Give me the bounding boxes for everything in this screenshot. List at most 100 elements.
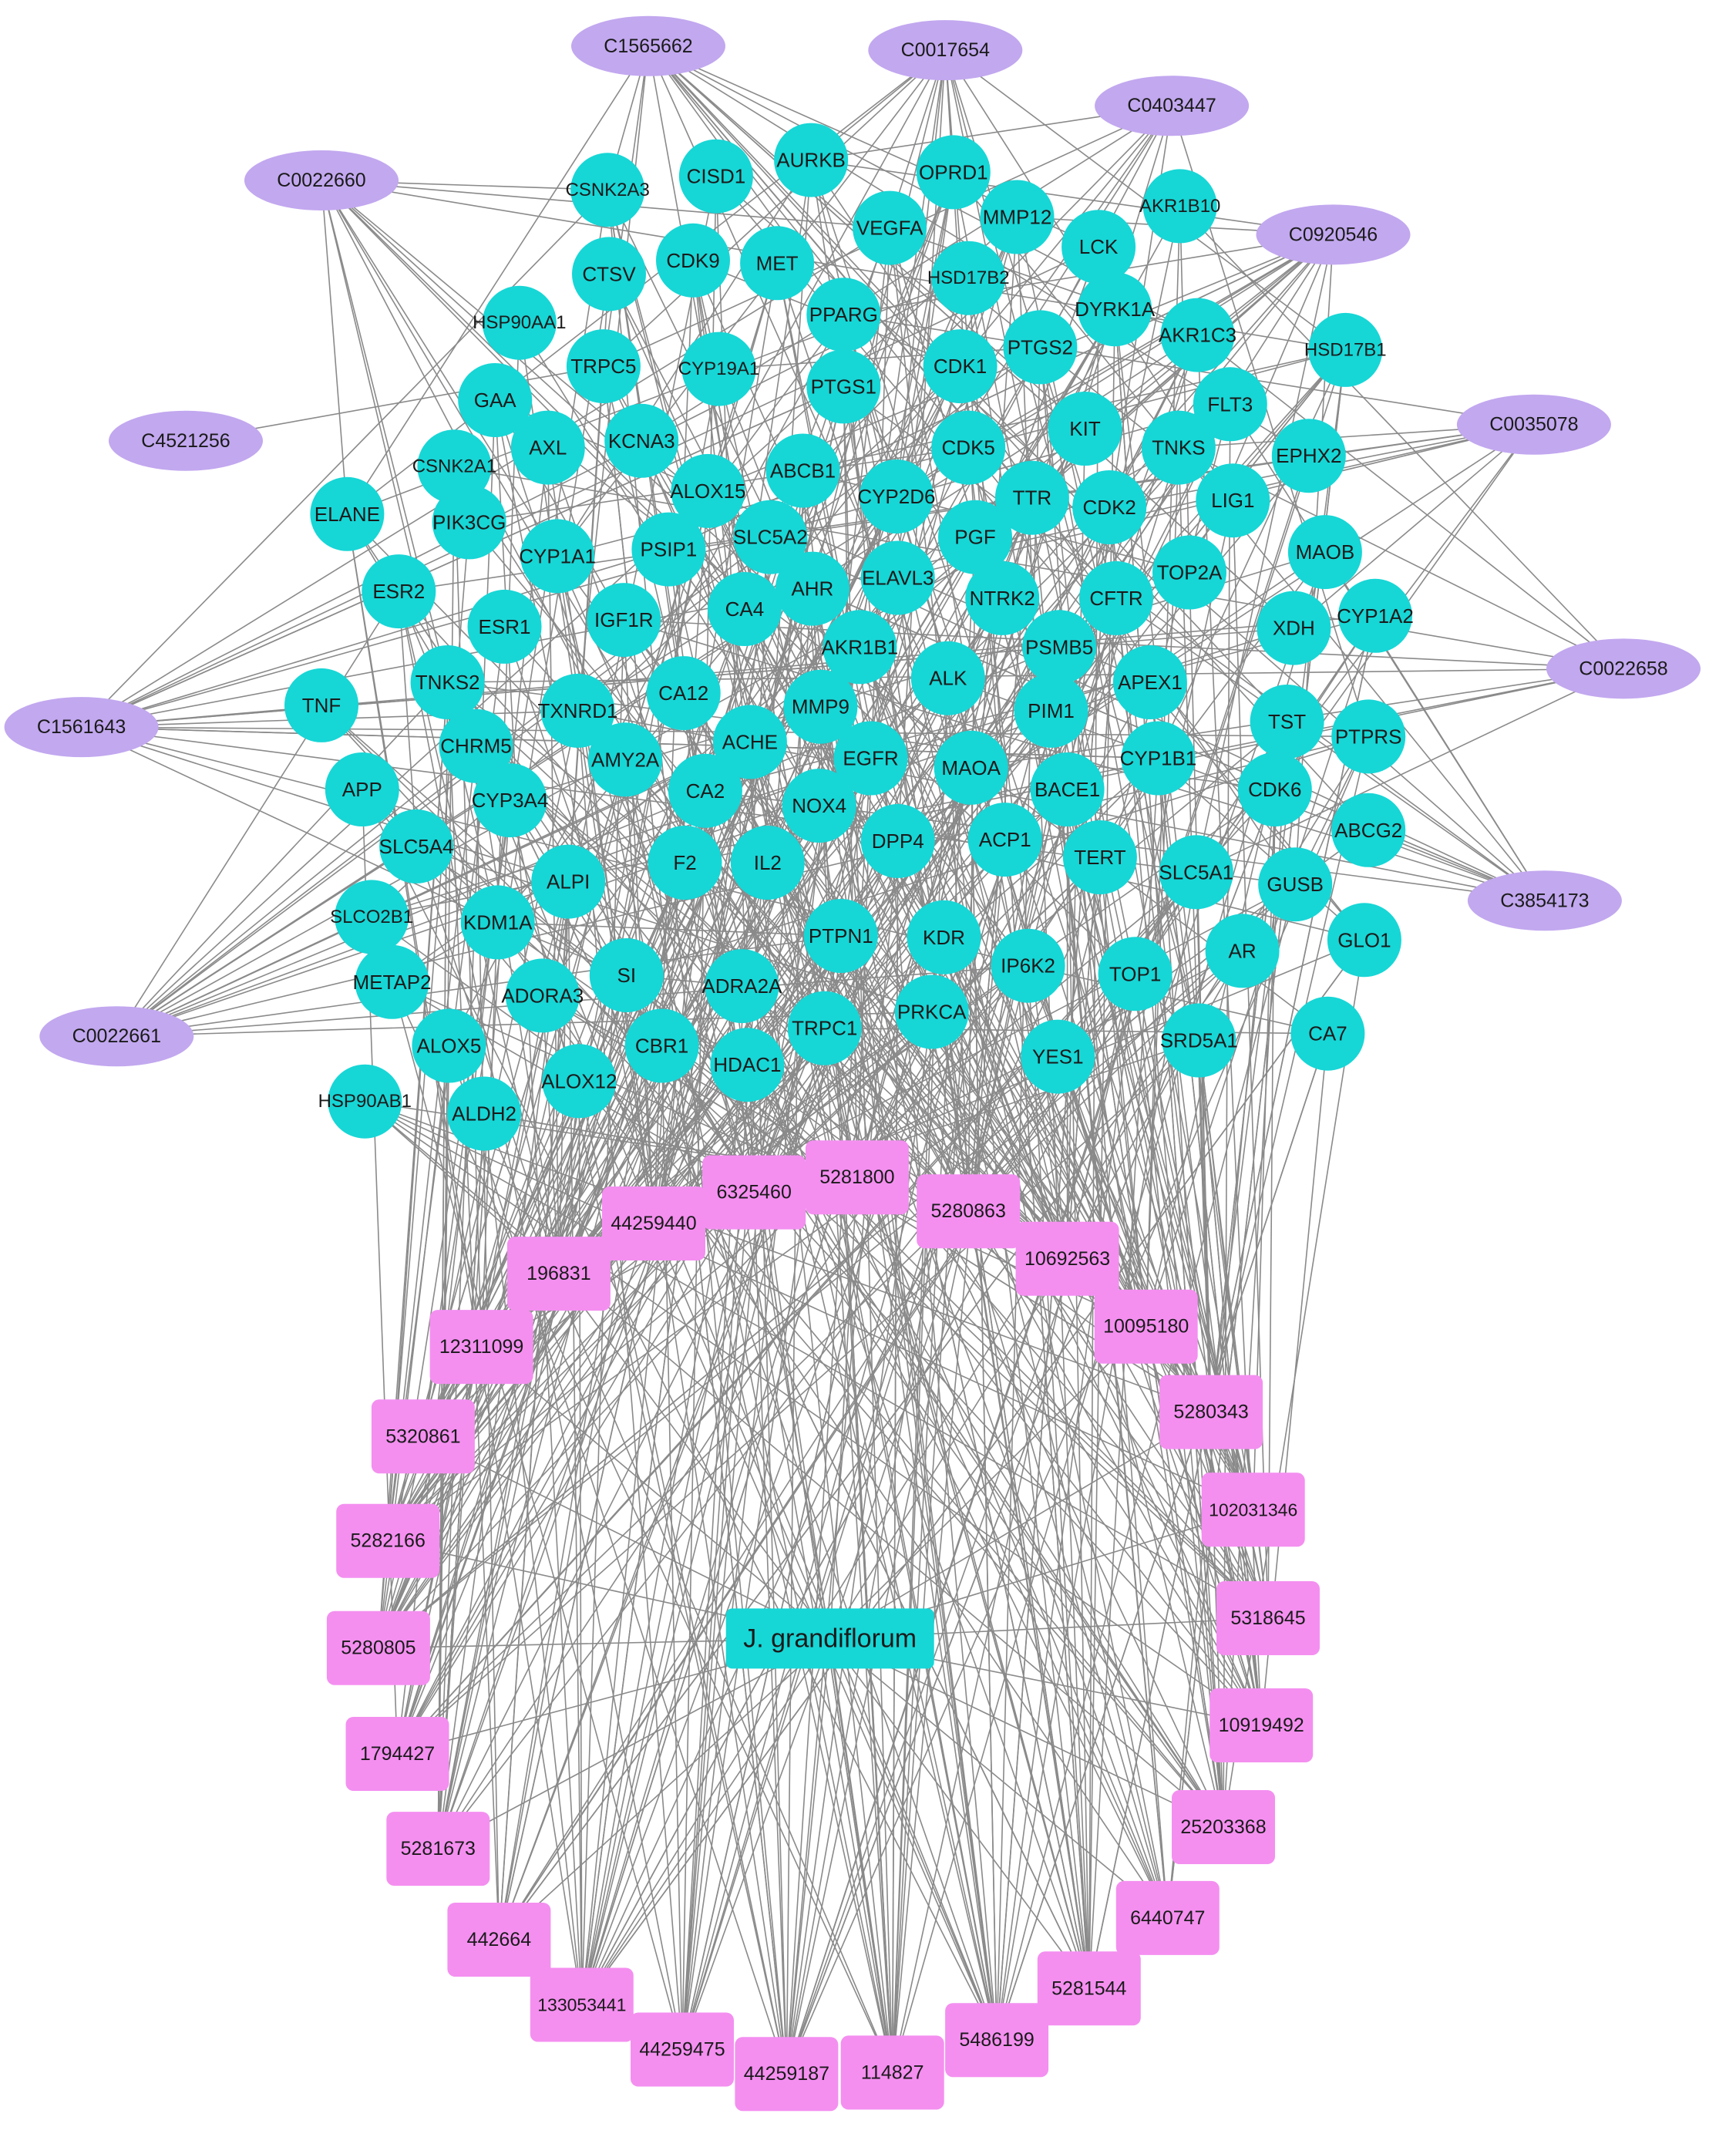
- target-node-alpi[interactable]: ALPI: [531, 844, 606, 919]
- compound-node-5282166[interactable]: 5282166: [336, 1503, 440, 1578]
- target-node-yes1[interactable]: YES1: [1021, 1019, 1095, 1094]
- target-node-cdk1[interactable]: CDK1: [923, 329, 998, 404]
- target-node-cdk2[interactable]: CDK2: [1072, 470, 1147, 544]
- compound-node-5320861[interactable]: 5320861: [371, 1399, 475, 1474]
- target-node-tnf[interactable]: TNF: [284, 668, 358, 742]
- target-node-oprd1[interactable]: OPRD1: [916, 135, 991, 210]
- target-node-ptpn1[interactable]: PTPN1: [803, 899, 878, 973]
- target-node-csnk2a1[interactable]: CSNK2A1: [412, 429, 496, 504]
- compound-node-5281673[interactable]: 5281673: [386, 1812, 490, 1886]
- target-node-chrm5[interactable]: CHRM5: [439, 708, 513, 783]
- target-node-tnks[interactable]: TNKS: [1141, 410, 1216, 485]
- target-node-hsp90aa1[interactable]: HSP90AA1: [473, 285, 567, 360]
- target-node-psip1[interactable]: PSIP1: [631, 512, 706, 587]
- target-node-alox12[interactable]: ALOX12: [541, 1044, 617, 1119]
- target-node-amy2a[interactable]: AMY2A: [588, 722, 663, 797]
- target-node-ache[interactable]: ACHE: [712, 705, 787, 779]
- target-node-trpc5[interactable]: TRPC5: [566, 329, 641, 404]
- target-node-vegfa[interactable]: VEGFA: [853, 190, 927, 265]
- compound-node-5486199[interactable]: 5486199: [945, 2003, 1049, 2078]
- target-node-abcb1[interactable]: ABCB1: [765, 433, 840, 508]
- target-node-axl[interactable]: AXL: [510, 410, 585, 485]
- target-node-tst[interactable]: TST: [1250, 685, 1324, 759]
- target-node-prkca[interactable]: PRKCA: [894, 974, 969, 1049]
- disease-node-c0017654[interactable]: C0017654: [868, 20, 1023, 81]
- target-node-top2a[interactable]: TOP2A: [1152, 535, 1226, 610]
- target-node-ip6k2[interactable]: IP6K2: [991, 928, 1065, 1003]
- target-node-flt3[interactable]: FLT3: [1193, 367, 1267, 442]
- target-node-ctsv[interactable]: CTSV: [572, 237, 646, 311]
- compound-node-5280343[interactable]: 5280343: [1159, 1375, 1263, 1449]
- herb-node[interactable]: J. grandiflorum: [725, 1608, 934, 1669]
- target-node-gaa[interactable]: GAA: [458, 363, 533, 437]
- target-node-gusb[interactable]: GUSB: [1258, 847, 1333, 922]
- disease-node-c0920546[interactable]: C0920546: [1256, 204, 1411, 265]
- target-node-cyp1a1[interactable]: CYP1A1: [519, 519, 596, 594]
- target-node-psmb5[interactable]: PSMB5: [1022, 610, 1097, 685]
- target-node-adora3[interactable]: ADORA3: [501, 958, 584, 1033]
- target-node-nox4[interactable]: NOX4: [782, 769, 856, 843]
- target-node-app[interactable]: APP: [325, 752, 399, 826]
- disease-node-c0022658[interactable]: C0022658: [1546, 638, 1701, 699]
- target-node-cyp19a1[interactable]: CYP19A1: [678, 332, 759, 406]
- target-node-il2[interactable]: IL2: [730, 826, 805, 900]
- disease-node-c0022660[interactable]: C0022660: [244, 150, 399, 210]
- compound-node-10692563[interactable]: 10692563: [1015, 1221, 1119, 1296]
- compound-node-442664[interactable]: 442664: [447, 1903, 551, 1977]
- target-node-alox15[interactable]: ALOX15: [670, 453, 746, 528]
- target-node-cyp1a2[interactable]: CYP1A2: [1337, 578, 1414, 653]
- target-node-slco2b1[interactable]: SLCO2B1: [330, 880, 413, 954]
- target-node-cisd1[interactable]: CISD1: [678, 139, 753, 214]
- target-node-hsd17b1[interactable]: HSD17B1: [1304, 312, 1387, 387]
- target-node-akr1b10[interactable]: AKR1B10: [1139, 169, 1220, 244]
- target-node-ca12[interactable]: CA12: [646, 656, 721, 731]
- disease-node-c3854173[interactable]: C3854173: [1467, 870, 1622, 931]
- target-node-cftr[interactable]: CFTR: [1079, 560, 1153, 635]
- target-node-lig1[interactable]: LIG1: [1196, 463, 1270, 538]
- compound-node-1794427[interactable]: 1794427: [345, 1717, 449, 1791]
- target-node-egfr[interactable]: EGFR: [833, 721, 908, 796]
- target-node-glo1[interactable]: GLO1: [1327, 903, 1401, 978]
- target-node-tnks2[interactable]: TNKS2: [410, 645, 485, 719]
- target-node-elavl3[interactable]: ELAVL3: [860, 540, 935, 615]
- target-node-ar[interactable]: AR: [1205, 914, 1280, 988]
- target-node-kdm1a[interactable]: KDM1A: [460, 885, 535, 960]
- target-node-ca7[interactable]: CA7: [1290, 996, 1365, 1071]
- target-node-slc5a2[interactable]: SLC5A2: [733, 500, 808, 574]
- target-node-igf1r[interactable]: IGF1R: [587, 583, 661, 658]
- target-node-ptgs1[interactable]: PTGS1: [806, 349, 881, 424]
- compound-node-12311099[interactable]: 12311099: [429, 1310, 533, 1385]
- compound-node-5318645[interactable]: 5318645: [1216, 1581, 1320, 1655]
- target-node-aldh2[interactable]: ALDH2: [447, 1076, 522, 1151]
- target-node-pgf[interactable]: PGF: [938, 500, 1012, 574]
- target-node-hdac1[interactable]: HDAC1: [710, 1028, 785, 1102]
- compound-node-44259187[interactable]: 44259187: [735, 2037, 839, 2112]
- compound-node-102031346[interactable]: 102031346: [1201, 1472, 1305, 1547]
- target-node-kdr[interactable]: KDR: [907, 900, 981, 974]
- target-node-maoa[interactable]: MAOA: [934, 730, 1008, 805]
- target-node-kit[interactable]: KIT: [1048, 392, 1122, 466]
- target-node-ephx2[interactable]: EPHX2: [1271, 419, 1346, 493]
- compound-node-5281544[interactable]: 5281544: [1037, 1951, 1141, 2026]
- target-node-abcg2[interactable]: ABCG2: [1331, 793, 1406, 867]
- target-node-akr1c3[interactable]: AKR1C3: [1159, 298, 1236, 372]
- target-node-srd5a1[interactable]: SRD5A1: [1160, 1003, 1238, 1078]
- target-node-pim1[interactable]: PIM1: [1014, 673, 1088, 748]
- compound-node-25203368[interactable]: 25203368: [1172, 1790, 1275, 1864]
- compound-node-44259475[interactable]: 44259475: [631, 2012, 734, 2087]
- compound-node-6325460[interactable]: 6325460: [702, 1155, 806, 1230]
- target-node-ca4[interactable]: CA4: [707, 572, 782, 646]
- target-node-dyrk1a[interactable]: DYRK1A: [1075, 272, 1156, 347]
- target-node-ca2[interactable]: CA2: [668, 753, 742, 828]
- target-node-ttr[interactable]: TTR: [994, 460, 1069, 535]
- compound-node-196831[interactable]: 196831: [506, 1237, 611, 1311]
- target-node-esr1[interactable]: ESR1: [467, 589, 542, 664]
- compound-node-133053441[interactable]: 133053441: [530, 1967, 634, 2042]
- compound-node-5280863[interactable]: 5280863: [917, 1174, 1021, 1249]
- compound-node-114827[interactable]: 114827: [840, 2035, 944, 2110]
- target-node-dpp4[interactable]: DPP4: [860, 803, 935, 878]
- compound-node-10095180[interactable]: 10095180: [1094, 1289, 1198, 1364]
- target-node-alox5[interactable]: ALOX5: [412, 1008, 486, 1083]
- disease-node-c0403447[interactable]: C0403447: [1095, 76, 1250, 136]
- target-node-xdh[interactable]: XDH: [1257, 591, 1331, 665]
